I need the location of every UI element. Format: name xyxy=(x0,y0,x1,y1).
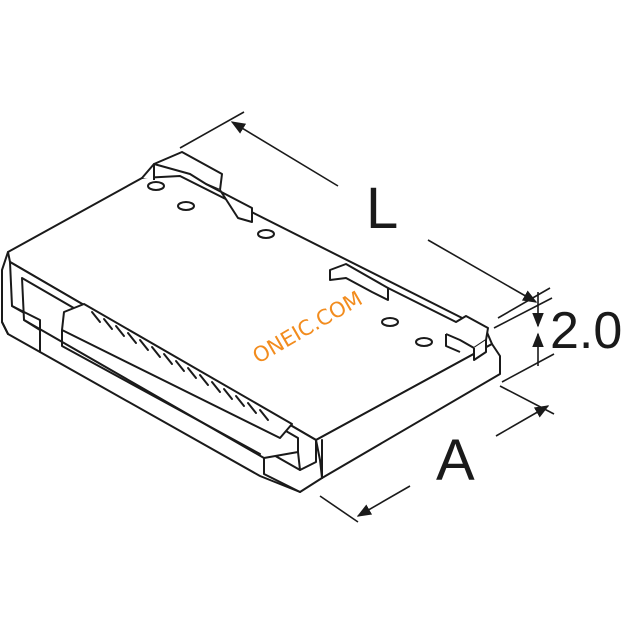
dimension-lines xyxy=(179,111,555,523)
dimension-line-a-lower xyxy=(356,485,411,517)
rear-tabs xyxy=(141,151,489,361)
solder-slots xyxy=(147,181,433,347)
contact-pins xyxy=(91,311,269,421)
extension-line-l-left xyxy=(179,111,245,149)
extension-line-a-left xyxy=(319,495,359,523)
extension-line-h-bottom xyxy=(501,353,555,383)
width-label: A xyxy=(436,428,475,493)
extension-line-l-right xyxy=(497,287,551,319)
dimension-line-a-upper xyxy=(495,405,550,437)
connector-body xyxy=(1,175,501,493)
extension-line-h-top xyxy=(493,297,553,329)
dimension-line-l-upper xyxy=(230,121,339,187)
extension-line-a-right xyxy=(499,385,555,415)
height-label: 2.0 xyxy=(550,302,622,360)
dimension-line-l-lower xyxy=(427,239,538,303)
length-label: L xyxy=(366,176,398,241)
